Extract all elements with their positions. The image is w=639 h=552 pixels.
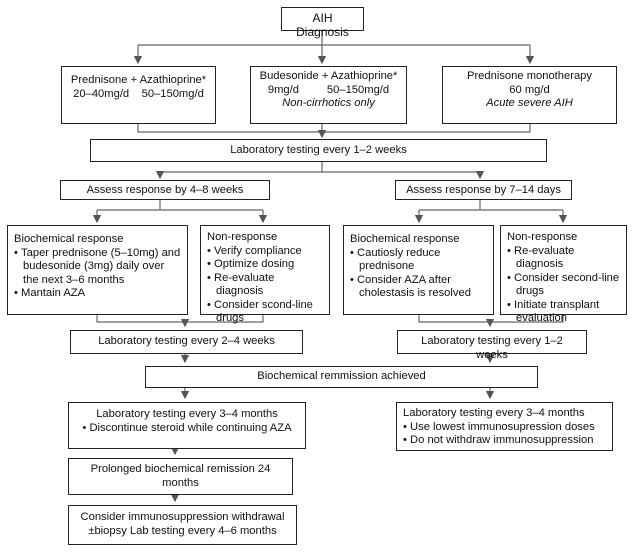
right-nonresp-item-1: Re-evaluate diagnosis: [507, 245, 620, 272]
remission-box: Biochemical remmission achieved: [145, 366, 538, 388]
left-followup-item-1-text: Discontinue steroid while continuing AZA: [89, 421, 292, 434]
aih-diagnosis-label: AIH Diagnosis: [296, 11, 349, 39]
left-nonresp-item-3: Re-evaluate diagnosis: [207, 272, 323, 299]
assess-left-label: Assess response by 4–8 weeks: [86, 184, 244, 196]
lab-right-box: Laboratory testing every 1–2 weeks: [397, 330, 587, 361]
regimen-2-note: Non-cirrhotics only: [282, 97, 375, 109]
left-nonresp-item-2: Optimize dosing: [207, 258, 323, 272]
withdrawal-label: Consider immunosuppression withdrawal ±b…: [80, 511, 285, 537]
assess-right-box: Assess response by 7–14 days: [395, 180, 572, 200]
connector-lab-split: [160, 162, 480, 173]
regimen-1-doses: 20–40mg/d 50–150mg/d: [68, 88, 209, 102]
left-nonresp-title: Non-response: [207, 231, 278, 243]
regimen-2-title: Budesonide + Azathioprine*: [259, 70, 398, 82]
regimen-prednisone-monotherapy: Prednisone monotherapy 60 mg/d Acute sev…: [442, 66, 617, 124]
right-biochem-item-2: Consider AZA after cholestasis is resolv…: [350, 274, 487, 301]
left-nonresp-item-1: Verify compliance: [207, 245, 323, 259]
left-nonresp-item-4: Consider scond-line drugs: [207, 299, 323, 326]
regimen-2-dose-left: 9mg/d: [267, 83, 299, 96]
right-nonresp-item-2: Consider second-line drugs: [507, 272, 620, 299]
regimen-1-title: Prednisone + Azathioprine*: [70, 74, 207, 86]
assess-right-label: Assess response by 7–14 days: [406, 184, 561, 196]
lab-initial-box: Laboratory testing every 1–2 weeks: [90, 139, 547, 162]
regimen-2-doses: 9mg/d 50–150mg/d: [257, 84, 400, 98]
right-nonresp-item-3: Initiate transplant evaluation: [507, 299, 620, 326]
left-non-response-box: Non-response Verify compliance Optimize …: [200, 225, 330, 324]
right-biochemical-response-box: Biochemical response Cautiosly reduce pr…: [343, 225, 494, 315]
right-followup-item-2: Do not withdraw immunosuppression: [403, 434, 606, 448]
right-biochem-item-1: Cautiosly reduce prednisone: [350, 247, 487, 274]
prolonged-remission-box: Prolonged biochemical remission 24 month…: [68, 458, 293, 495]
left-followup-box: Laboratory testing every 3–4 months • Di…: [68, 402, 306, 449]
lab-left-label: Laboratory testing every 2–4 weeks: [98, 335, 275, 347]
right-biochem-title: Biochemical response: [350, 233, 460, 245]
left-biochem-item-2: Mantain AZA: [14, 287, 181, 301]
left-biochemical-response-box: Biochemical response Taper prednisone (5…: [7, 225, 188, 315]
regimen-3-title: Prednisone monotherapy: [466, 70, 592, 82]
regimen-1-dose-left: 20–40mg/d: [73, 87, 130, 100]
assess-left-box: Assess response by 4–8 weeks: [60, 180, 270, 200]
regimen-budesonide-azathioprine: Budesonide + Azathioprine* 9mg/d 50–150m…: [250, 66, 407, 124]
lab-initial-label: Laboratory testing every 1–2 weeks: [230, 144, 407, 156]
prolonged-remission-label: Prolonged biochemical remission 24 month…: [90, 463, 271, 489]
right-non-response-box: Non-response Re-evaluate diagnosis Consi…: [500, 225, 627, 324]
regimen-3-note: Acute severe AIH: [486, 97, 573, 109]
regimen-prednisone-azathioprine: Prednisone + Azathioprine* 20–40mg/d 50–…: [61, 66, 216, 124]
connector-assess-right: [419, 199, 563, 211]
regimen-3-dose: 60 mg/d: [509, 83, 550, 96]
left-biochem-item-1: Taper prednisone (5–10mg) and budesonide…: [14, 247, 181, 288]
remission-label: Biochemical remmission achieved: [257, 370, 426, 382]
regimen-2-dose-right: 50–150mg/d: [326, 83, 390, 96]
right-followup-item-1: Use lowest immunosupression doses: [403, 421, 606, 435]
right-followup-title: Laboratory testing every 3–4 months: [403, 407, 585, 419]
regimen-1-dose-right: 50–150mg/d: [141, 87, 204, 100]
left-followup-title: Laboratory testing every 3–4 months: [96, 408, 278, 420]
lab-left-box: Laboratory testing every 2–4 weeks: [70, 330, 303, 354]
right-followup-box: Laboratory testing every 3–4 months Use …: [396, 402, 613, 451]
left-biochem-title: Biochemical response: [14, 233, 124, 245]
lab-right-label: Laboratory testing every 1–2 weeks: [421, 335, 563, 361]
withdrawal-box: Consider immunosuppression withdrawal ±b…: [68, 505, 297, 545]
aih-diagnosis-box: AIH Diagnosis: [281, 7, 364, 38]
left-followup-item-1: • Discontinue steroid while continuing A…: [82, 421, 292, 434]
connector-assess-left: [97, 199, 263, 211]
right-nonresp-title: Non-response: [507, 231, 578, 243]
connector-regimens-merge: [137, 124, 531, 133]
